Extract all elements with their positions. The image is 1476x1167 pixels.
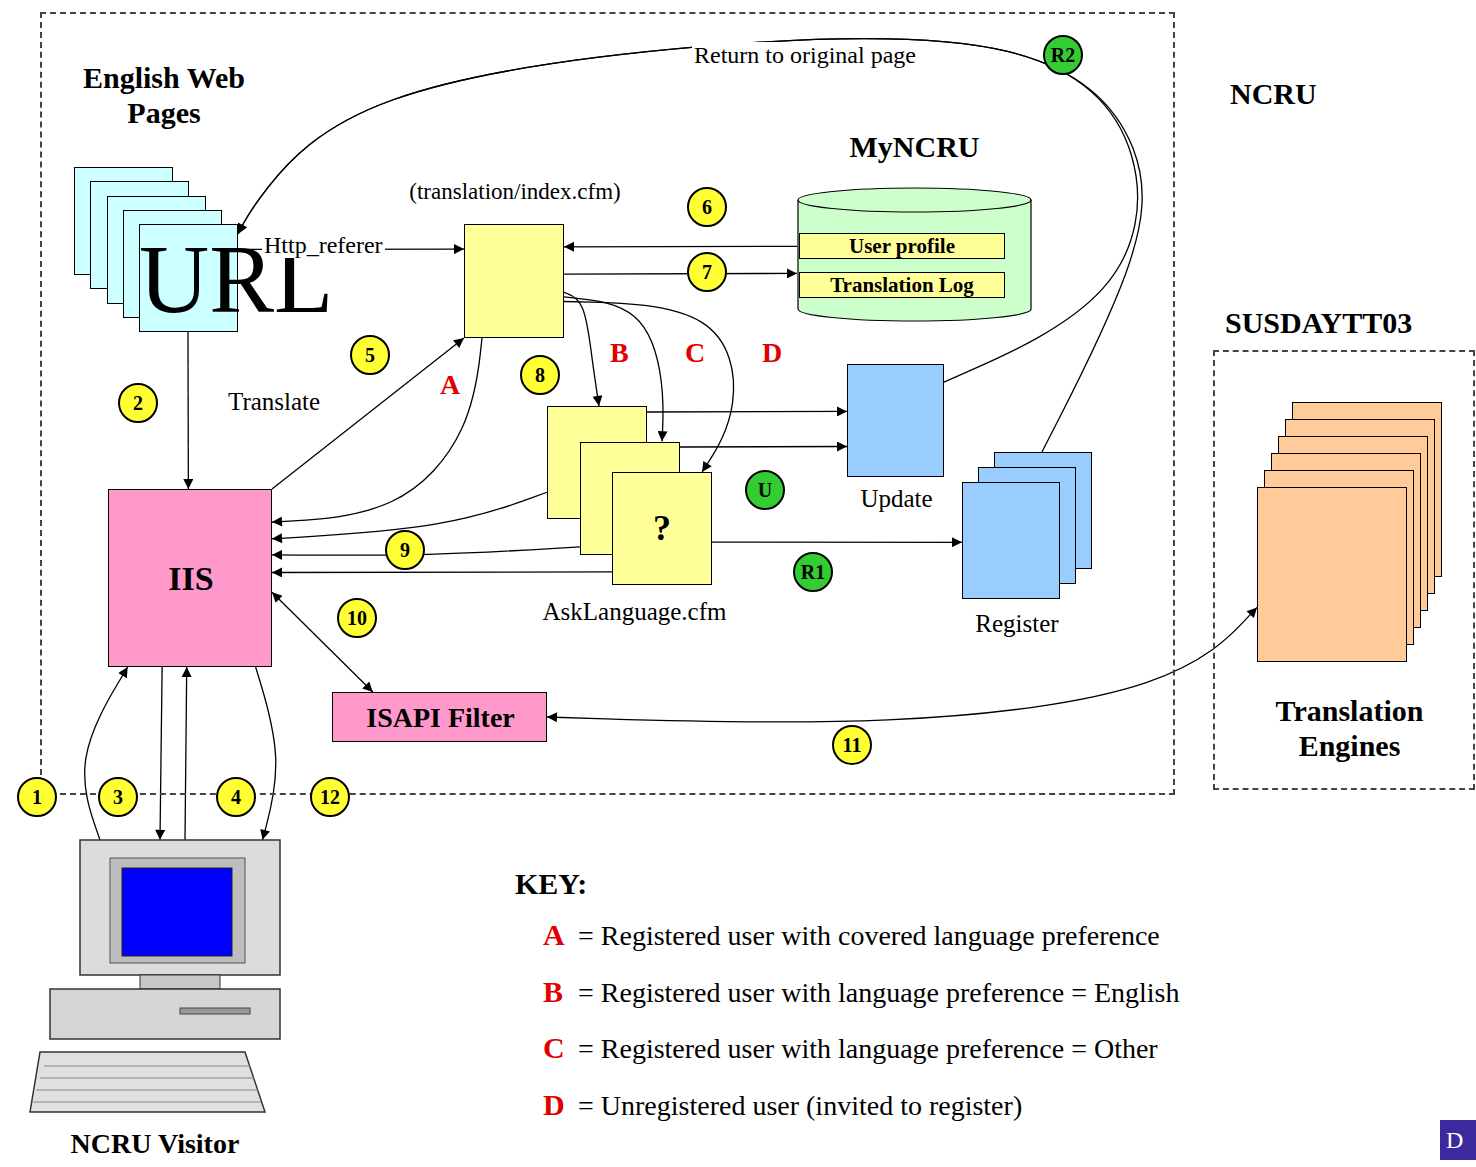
connector xyxy=(272,547,580,555)
connector xyxy=(185,667,187,840)
monitor-bezel xyxy=(110,858,245,963)
connector-label: D xyxy=(760,338,784,369)
connector-label: Translate xyxy=(226,388,322,416)
stacked-page xyxy=(962,482,1060,599)
node-text: URL xyxy=(139,224,238,336)
legend-key: B xyxy=(543,974,563,1010)
shape-outline xyxy=(30,830,280,1120)
connector xyxy=(564,273,797,275)
connector xyxy=(187,332,189,489)
system-unit xyxy=(50,989,280,1039)
server-region: SUSDAYTT03Translation Engines xyxy=(1213,350,1475,790)
callout-number: 11 xyxy=(832,725,872,765)
callout-number: 1 xyxy=(17,777,57,817)
node-text: AskLanguage.cfm xyxy=(517,598,752,627)
node-text: ? xyxy=(612,472,712,585)
legend-key: D xyxy=(543,1087,565,1123)
keyboard xyxy=(30,1052,265,1112)
callout-number: U xyxy=(745,470,785,510)
corner-button: D xyxy=(1440,1120,1476,1160)
connector-label: A xyxy=(438,370,462,401)
monitor xyxy=(80,840,280,975)
callout-number: 9 xyxy=(385,530,425,570)
callout-number: R1 xyxy=(793,552,833,592)
legend-entry: = Registered user with language preferen… xyxy=(578,976,1179,1010)
legend-entry: = Registered user with covered language … xyxy=(578,919,1160,953)
page-stack: ?AskLanguage.cfm xyxy=(547,406,712,582)
connector xyxy=(647,411,847,413)
node-title: MyNCRU xyxy=(797,130,1032,165)
node-title: Translation Engines xyxy=(1245,694,1454,763)
node-text: User profile xyxy=(799,233,1005,259)
engine-stack: Translation Engines xyxy=(1257,402,1442,662)
stacked-page xyxy=(1257,487,1407,662)
database-cylinder: MyNCRUUser profileTranslation Log xyxy=(797,187,1032,322)
callout-number: 8 xyxy=(520,355,560,395)
node-title: Register xyxy=(952,610,1082,639)
connector xyxy=(272,571,612,573)
screen xyxy=(122,868,232,956)
node-title: Update xyxy=(836,485,957,514)
callout-number: 7 xyxy=(687,252,727,292)
connector xyxy=(564,292,599,406)
legend-entry: = Unregistered user (invited to register… xyxy=(578,1089,1022,1123)
callout-number: 4 xyxy=(216,777,256,817)
web-page-stack: English Web PagesURL xyxy=(74,167,238,332)
node-text: IIS xyxy=(109,490,273,668)
node-text: ISAPI Filter xyxy=(333,693,548,743)
connector-label: Http_referer xyxy=(262,232,385,258)
legend-key: C xyxy=(543,1030,565,1066)
connector xyxy=(564,246,797,248)
callout-number: 5 xyxy=(350,335,390,375)
cylinder-body xyxy=(798,200,1031,321)
connector xyxy=(160,667,162,840)
callout-number: R2 xyxy=(1043,35,1083,75)
monitor-stand xyxy=(140,975,220,989)
connector-label: C xyxy=(683,338,707,369)
cylinder-top xyxy=(798,188,1031,212)
callout-number: 6 xyxy=(687,187,727,227)
filter-box: ISAPI Filter xyxy=(332,692,547,742)
node-title: English Web Pages xyxy=(66,61,262,130)
callout-number: 12 xyxy=(310,777,350,817)
network-region: NCRUEnglish Web PagesURL(translation/ind… xyxy=(40,12,1175,795)
connector xyxy=(238,39,1138,383)
callout-number: 10 xyxy=(337,598,377,638)
process-box: Update xyxy=(847,364,944,477)
connector xyxy=(680,446,847,448)
server-box: IIS xyxy=(108,489,272,667)
keyboard-keys xyxy=(33,1066,261,1102)
node-title: SUSDAYTT03 xyxy=(1225,306,1470,341)
callout-number: 3 xyxy=(98,777,138,817)
computer-icon: NCRU Visitor xyxy=(30,830,280,1120)
node-title: (translation/index.cfm) xyxy=(367,179,663,205)
connector-label: Return to original page xyxy=(692,42,918,68)
callout-number: 2 xyxy=(118,383,158,423)
connector-label: B xyxy=(608,338,631,369)
connector xyxy=(238,39,1142,452)
legend-title: KEY: xyxy=(515,866,587,902)
connector xyxy=(256,667,276,840)
connector xyxy=(712,541,962,543)
node-text: Translation Log xyxy=(799,272,1005,298)
process-box: (translation/index.cfm) xyxy=(464,224,564,338)
legend-entry: = Registered user with language preferen… xyxy=(578,1032,1158,1066)
node-title: NCRU xyxy=(1230,77,1380,112)
page-stack: Register xyxy=(962,452,1092,600)
node-title: NCRU Visitor xyxy=(5,1128,305,1160)
drive-slot xyxy=(180,1008,250,1014)
legend-key: A xyxy=(543,917,565,953)
